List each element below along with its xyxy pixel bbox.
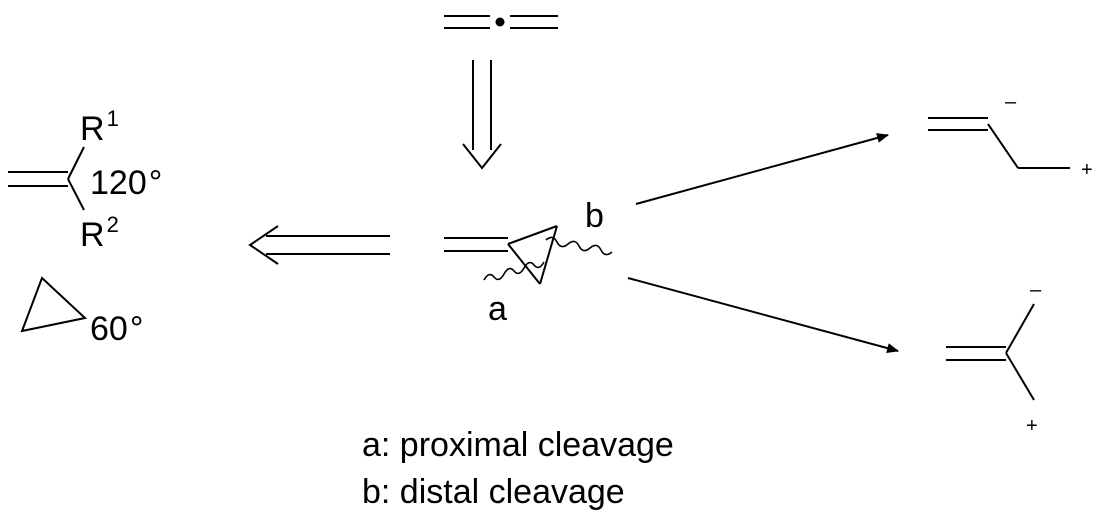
bottom-product-plus: + (1026, 415, 1038, 437)
retrosynthetic-arrow (248, 225, 390, 265)
top-product-minus: – (1005, 91, 1017, 113)
legend-proximal: a: proximal cleavage (362, 426, 674, 464)
allene-fragment (444, 15, 558, 29)
arrow-to-top-product (635, 133, 889, 205)
alkene-angle-label: 120° (90, 164, 162, 202)
cyclopropane-ring (20, 276, 88, 333)
top-product-plus: + (1081, 159, 1093, 181)
r2-label: R2 (80, 212, 119, 254)
cleavage-b-wavy (545, 236, 613, 256)
bottom-product-structure (946, 303, 1035, 401)
ring-angle-label: 60° (90, 310, 143, 348)
arrow-to-bottom-product (627, 277, 899, 353)
downward-double-arrow (462, 60, 502, 170)
cleavage-b-label: b (585, 197, 604, 235)
legend-distal: b: distal cleavage (362, 473, 625, 511)
methylenecyclopropane (444, 225, 558, 285)
r1-label: R1 (80, 106, 119, 148)
cleavage-a-label: a (488, 290, 507, 328)
alkene-structure (8, 146, 85, 211)
bottom-product-minus: – (1030, 279, 1042, 301)
cleavage-a-wavy (483, 261, 545, 281)
top-product-structure (928, 117, 1070, 169)
